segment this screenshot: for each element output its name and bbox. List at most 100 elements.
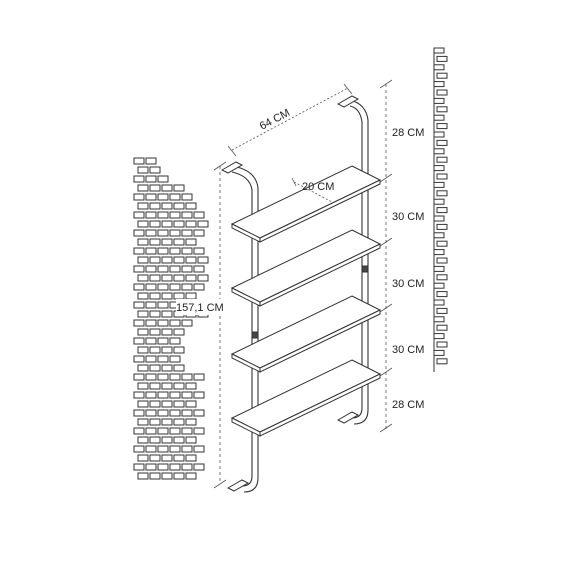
brick <box>157 445 169 453</box>
depth-dimension <box>291 177 333 203</box>
brick <box>145 391 157 399</box>
shelf-edge-side-4 <box>259 373 381 437</box>
brick <box>137 256 149 264</box>
brick <box>193 445 205 453</box>
brick <box>193 283 205 291</box>
brick <box>185 274 197 282</box>
brick <box>161 382 173 390</box>
brick <box>157 409 169 417</box>
brick <box>436 223 448 230</box>
brick <box>161 274 173 282</box>
brick <box>145 229 157 237</box>
brick <box>169 445 181 453</box>
brick <box>161 256 173 264</box>
brick <box>137 274 149 282</box>
brick <box>133 301 145 309</box>
brick <box>193 265 205 273</box>
brick <box>149 328 161 336</box>
brick <box>133 463 145 471</box>
brick <box>161 472 173 480</box>
brick <box>181 211 193 219</box>
brick <box>169 391 181 399</box>
brick <box>149 202 161 210</box>
height-label: 157,1 CM <box>176 302 224 314</box>
brick <box>169 193 181 201</box>
brick <box>149 274 161 282</box>
brick <box>145 157 157 165</box>
brick <box>433 148 445 155</box>
brick <box>145 319 157 327</box>
rear-tube-outer <box>349 99 369 425</box>
shelf-board-2 <box>230 229 382 303</box>
brick <box>436 341 448 348</box>
brick <box>133 211 145 219</box>
brick <box>173 400 185 408</box>
brick <box>185 472 197 480</box>
brick <box>436 55 448 62</box>
brick <box>173 328 185 336</box>
brick <box>149 400 161 408</box>
brick <box>161 454 173 462</box>
brick <box>436 123 448 130</box>
brick <box>157 229 169 237</box>
brick <box>433 249 445 256</box>
brick <box>157 301 169 309</box>
brick <box>137 202 149 210</box>
brick <box>149 220 161 228</box>
brick <box>193 229 205 237</box>
brick <box>436 207 448 214</box>
brick <box>436 257 448 264</box>
brick <box>157 319 169 327</box>
brick <box>197 220 209 228</box>
brick <box>169 211 181 219</box>
brick <box>173 292 185 300</box>
brick <box>157 193 169 201</box>
brick <box>193 409 205 417</box>
brick <box>133 319 145 327</box>
brick <box>149 364 161 372</box>
brick <box>133 337 145 345</box>
height-label-bg <box>176 299 222 315</box>
brick <box>157 175 169 183</box>
brick <box>436 139 448 146</box>
brick <box>137 220 149 228</box>
brick <box>149 454 161 462</box>
brick <box>433 97 445 104</box>
brick <box>149 382 161 390</box>
brick <box>436 358 448 365</box>
brick <box>133 247 145 255</box>
brick <box>169 337 181 345</box>
brick <box>133 283 145 291</box>
brick <box>185 292 197 300</box>
brick <box>181 265 193 273</box>
brick <box>157 355 169 363</box>
brick <box>149 310 161 318</box>
brick <box>149 238 161 246</box>
brick <box>161 364 173 372</box>
brick <box>436 190 448 197</box>
brick <box>137 418 149 426</box>
top-front-mount <box>220 161 244 174</box>
brick <box>145 193 157 201</box>
brick <box>157 427 169 435</box>
brick <box>161 202 173 210</box>
brick <box>436 291 448 298</box>
brick <box>145 463 157 471</box>
brick <box>173 472 185 480</box>
brick <box>137 292 149 300</box>
brick <box>197 274 209 282</box>
brick <box>433 349 445 356</box>
brick <box>157 283 169 291</box>
brick <box>193 247 205 255</box>
brick <box>161 220 173 228</box>
brick <box>169 463 181 471</box>
brick <box>149 292 161 300</box>
height-dimension <box>213 161 227 489</box>
brick <box>133 391 145 399</box>
brick <box>436 307 448 314</box>
brick <box>133 445 145 453</box>
brick <box>133 373 145 381</box>
brick <box>169 427 181 435</box>
brick <box>161 418 173 426</box>
width-dimension <box>227 83 353 157</box>
